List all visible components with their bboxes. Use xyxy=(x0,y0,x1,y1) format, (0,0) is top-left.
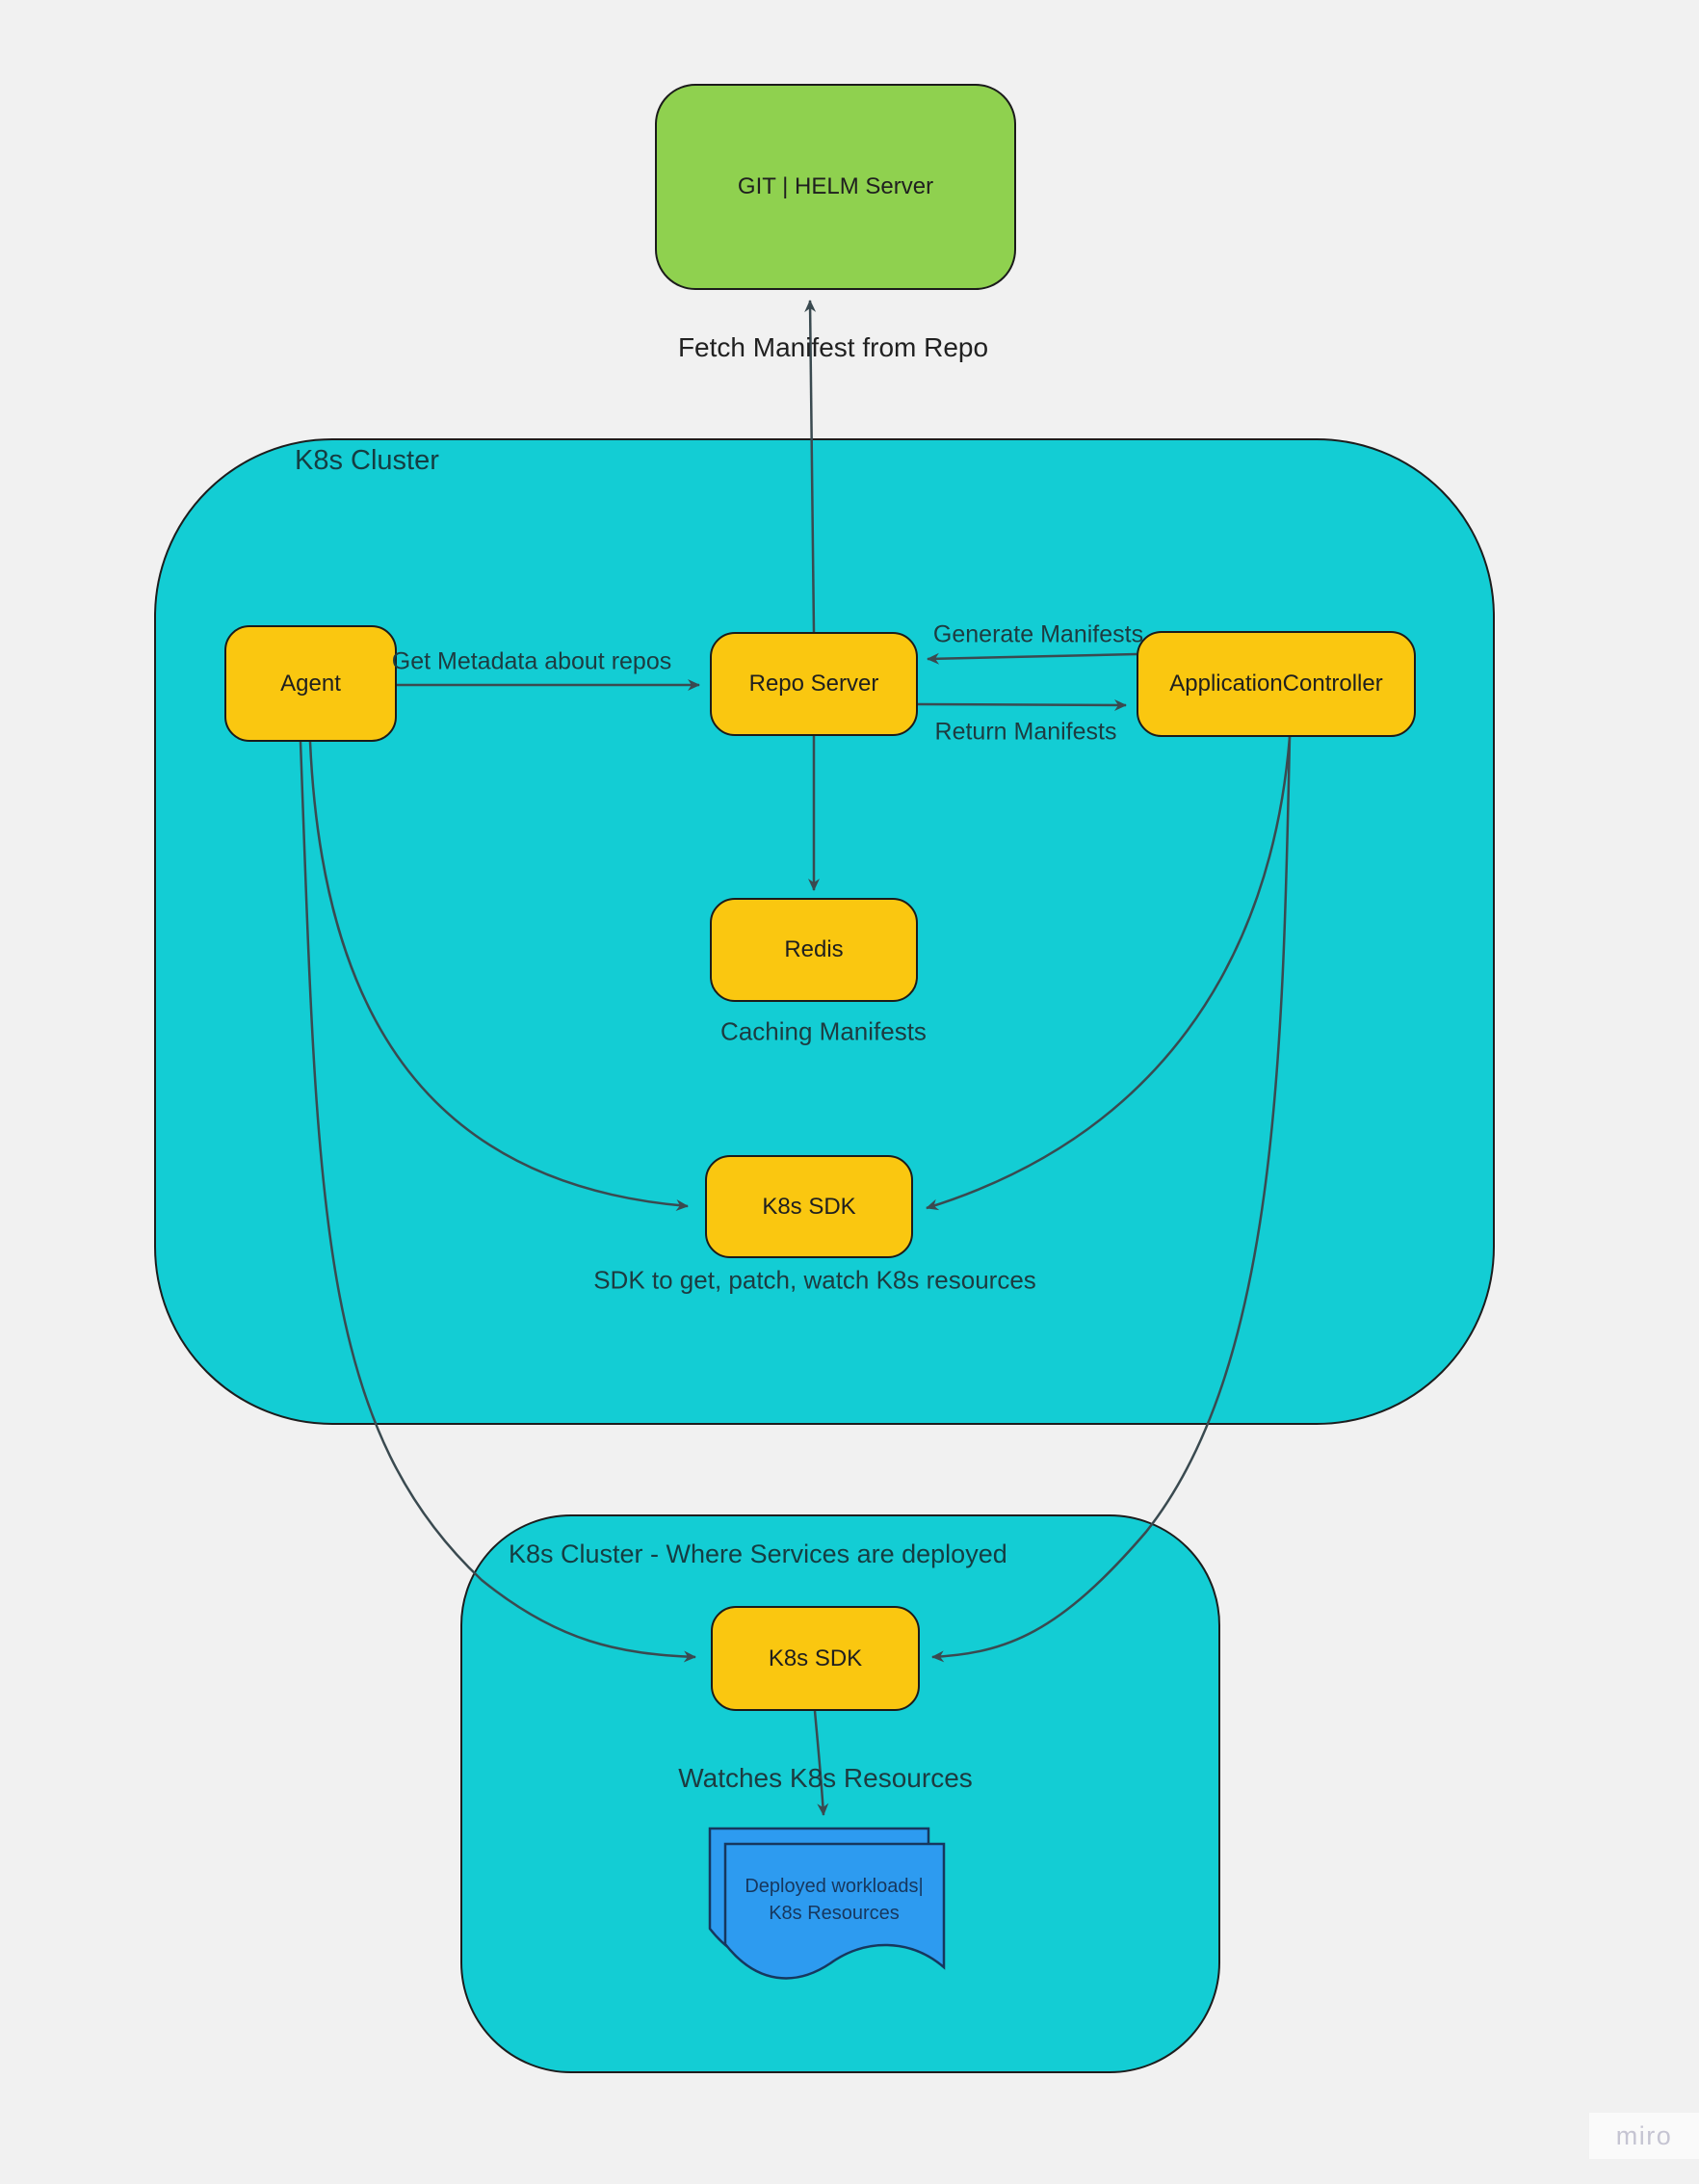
connector-appcontroller-to-sdk-deploy[interactable] xyxy=(931,736,1292,1663)
node-redis-label: Redis xyxy=(784,936,844,962)
node-git-helm-server-label: GIT | HELM Server xyxy=(737,173,934,199)
label-fetch-manifest[interactable]: Fetch Manifest from Repo xyxy=(677,332,989,362)
connector-sdk-deploy-to-workloads[interactable] xyxy=(813,1710,829,1816)
node-k8s-sdk-deploy-label: K8s SDK xyxy=(768,1645,863,1671)
node-agent-label: Agent xyxy=(280,670,341,697)
document-workloads-line2: K8s Resources xyxy=(769,1903,900,1924)
node-redis[interactable]: Redis xyxy=(710,898,918,1002)
node-k8s-sdk-deploy[interactable]: K8s SDK xyxy=(711,1606,920,1711)
node-repo-server[interactable]: Repo Server xyxy=(710,632,918,736)
connector-appcontroller-to-repo[interactable] xyxy=(927,652,1137,665)
connector-repo-to-appcontroller[interactable] xyxy=(917,698,1127,711)
document-workloads-line1: Deployed workloads| xyxy=(745,1876,924,1897)
label-caching-manifests[interactable]: Caching Manifests xyxy=(720,1016,927,1046)
miro-watermark-label: miro xyxy=(1615,2120,1673,2150)
cluster-main-title[interactable]: K8s Cluster xyxy=(295,445,439,476)
cluster-deploy-title[interactable]: K8s Cluster - Where Services are deploye… xyxy=(509,1539,1007,1568)
connector-agent-to-sdk-deploy[interactable] xyxy=(299,741,696,1663)
label-generate-manifests[interactable]: Generate Manifests xyxy=(932,620,1144,648)
node-git-helm-server[interactable]: GIT | HELM Server xyxy=(655,84,1016,290)
node-k8s-sdk-main[interactable]: K8s SDK xyxy=(705,1155,913,1258)
node-application-controller-label: ApplicationController xyxy=(1169,671,1383,697)
label-sdk-note[interactable]: SDK to get, patch, watch K8s resources xyxy=(593,1265,1036,1295)
node-agent[interactable]: Agent xyxy=(224,625,397,742)
label-watches-resources[interactable]: Watches K8s Resources xyxy=(678,1763,973,1793)
label-return-manifests[interactable]: Return Manifests xyxy=(934,718,1117,746)
node-repo-server-label: Repo Server xyxy=(748,671,879,697)
connector-repo-to-git[interactable] xyxy=(804,300,817,633)
connector-agent-to-sdk-main[interactable] xyxy=(308,741,689,1211)
document-workloads-text: Deployed workloads| K8s Resources xyxy=(728,1873,940,1927)
miro-watermark: miro xyxy=(1589,2113,1699,2159)
node-k8s-sdk-main-label: K8s SDK xyxy=(762,1193,856,1220)
connector-appcontroller-to-sdk-main[interactable] xyxy=(926,736,1292,1211)
label-get-metadata[interactable]: Get Metadata about repos xyxy=(391,647,672,675)
node-application-controller[interactable]: ApplicationController xyxy=(1137,631,1416,737)
document-shape-front[interactable] xyxy=(723,1842,946,1980)
